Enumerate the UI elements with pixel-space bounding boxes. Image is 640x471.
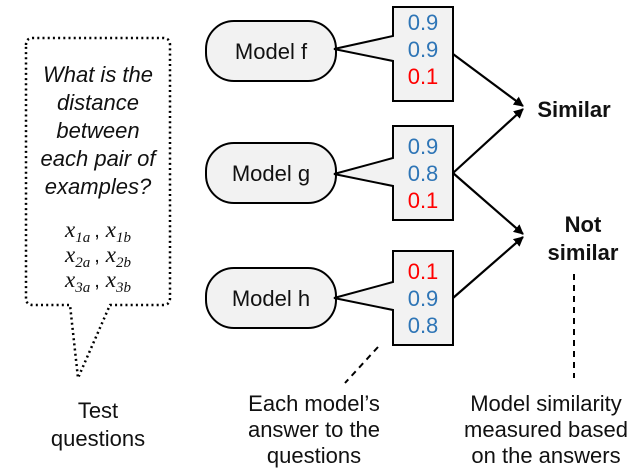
model-f-answer-3: 0.1 xyxy=(408,64,439,89)
model-h-answer-1: 0.1 xyxy=(408,259,439,284)
answers-caption-line-1: Each model’s xyxy=(248,391,380,416)
model-h-answer-3: 0.8 xyxy=(408,313,439,338)
result-similar: Similar xyxy=(537,97,611,122)
comparison-arrows xyxy=(452,53,524,299)
model-g-answer-2: 0.8 xyxy=(408,161,439,186)
model-g-answer-3: 0.1 xyxy=(408,188,439,213)
model-h-answer-2: 0.9 xyxy=(408,286,439,311)
question-text: What is the distance between each pair o… xyxy=(41,62,159,199)
result-not-similar-line-2: similar xyxy=(548,240,619,265)
model-f-node xyxy=(205,20,337,82)
leader-line-answers xyxy=(344,346,379,384)
test-questions-caption-line-1: Test xyxy=(78,398,118,423)
similarity-caption-line-1: Model similarity xyxy=(470,391,622,416)
model-g-label: Model g xyxy=(232,161,310,186)
arrow-g-to-not-similar xyxy=(452,172,524,235)
model-f-answer-1: 0.9 xyxy=(408,10,439,35)
example-pair-2: x2a,x2b xyxy=(64,242,132,271)
question-line-1: What is the xyxy=(43,62,153,87)
arrow-g-to-similar xyxy=(452,108,524,174)
model-g-answer-1: 0.9 xyxy=(408,134,439,159)
model-h-callout xyxy=(333,250,454,346)
model-g-callout xyxy=(333,125,454,221)
example-pair-3: x3a,x3b xyxy=(64,267,132,296)
model-f-callout xyxy=(333,6,454,102)
arrow-h-to-not-similar xyxy=(452,236,524,299)
model-g-group: Model g 0.9 0.8 0.1 xyxy=(205,125,454,221)
model-f-group: Model f 0.9 0.9 0.1 xyxy=(205,6,454,102)
similarity-caption-line-2: measured based xyxy=(464,417,628,442)
model-h-group: Model h 0.1 0.9 0.8 xyxy=(205,250,454,346)
question-bubble-outline xyxy=(24,36,172,380)
example-pairs: x1a,x1b x2a,x2b x3a,x3b xyxy=(64,217,132,296)
question-line-4: each pair of xyxy=(41,146,159,171)
model-f-label: Model f xyxy=(235,39,308,64)
answers-caption-line-3: questions xyxy=(267,443,361,468)
test-questions-caption-line-2: questions xyxy=(51,426,145,451)
result-not-similar-line-1: Not xyxy=(565,212,602,237)
question-line-3: between xyxy=(56,118,139,143)
arrow-f-to-similar xyxy=(452,53,524,107)
model-f-answer-2: 0.9 xyxy=(408,37,439,62)
answers-caption-line-2: answer to the xyxy=(248,417,380,442)
model-h-label: Model h xyxy=(232,286,310,311)
question-line-5: examples? xyxy=(45,174,152,199)
example-pair-1: x1a,x1b xyxy=(64,217,132,246)
similarity-caption-line-3: on the answers xyxy=(471,443,620,468)
question-line-2: distance xyxy=(57,90,139,115)
